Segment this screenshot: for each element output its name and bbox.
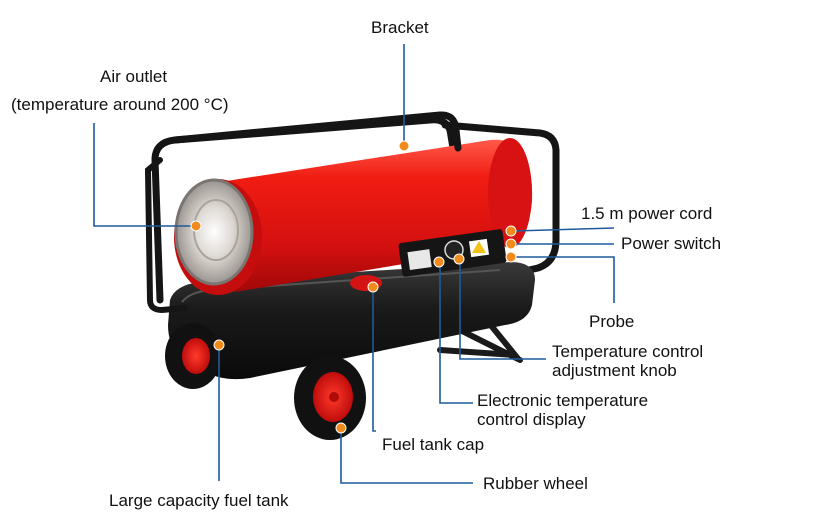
dot-power-switch <box>505 238 517 250</box>
dot-display <box>433 256 445 268</box>
bracket-frame-front <box>151 111 462 304</box>
leader-probe <box>514 256 615 303</box>
leader-air-outlet <box>93 123 196 227</box>
left-wheel-hub <box>182 338 210 374</box>
label-display-line2: control display <box>477 410 586 429</box>
leader-fuel-cap <box>372 287 376 432</box>
label-bracket: Bracket <box>371 18 429 37</box>
label-probe: Probe <box>589 312 635 331</box>
dot-air-outlet <box>190 220 202 232</box>
label-temp-knob-line1: Temperature control <box>552 342 704 361</box>
label-rubber-wheel: Rubber wheel <box>483 474 588 493</box>
leader-display <box>439 262 473 404</box>
callout-dots <box>190 140 517 434</box>
dot-fuel-cap <box>367 281 379 293</box>
label-fuel-tank: Large capacity fuel tank <box>109 491 289 510</box>
rubber-wheel-axle <box>329 392 339 402</box>
dot-probe <box>505 251 517 263</box>
leader-rubber-wheel <box>340 428 473 484</box>
dot-rubber-wheel <box>335 422 347 434</box>
fuel-tank <box>168 262 535 380</box>
display-window <box>407 249 432 271</box>
dot-power-cord <box>505 225 517 237</box>
label-air-outlet-line1: Air outlet <box>100 67 168 86</box>
warning-triangle-icon <box>472 241 486 253</box>
label-display-line1: Electronic temperature <box>477 391 649 410</box>
bracket-frame-side <box>144 157 188 314</box>
label-power-cord: 1.5 m power cord <box>581 204 713 223</box>
dot-fuel-tank <box>213 339 225 351</box>
label-power-switch: Power switch <box>621 234 722 253</box>
leader-temp-knob <box>459 258 546 360</box>
leader-lines <box>93 44 615 484</box>
label-temp-knob-line2: adjustment knob <box>552 361 677 380</box>
leader-power-cord <box>513 227 615 232</box>
cylinder-rear-cap <box>488 138 532 248</box>
bracket-frame-back <box>171 116 459 164</box>
bracket-frame-back-right <box>441 121 560 276</box>
label-fuel-cap: Fuel tank cap <box>382 435 485 454</box>
air-outlet <box>174 178 254 286</box>
dot-temp-knob <box>453 253 465 265</box>
dot-bracket <box>398 140 410 152</box>
label-air-outlet-line2: (temperature around 200 °C) <box>11 95 229 114</box>
